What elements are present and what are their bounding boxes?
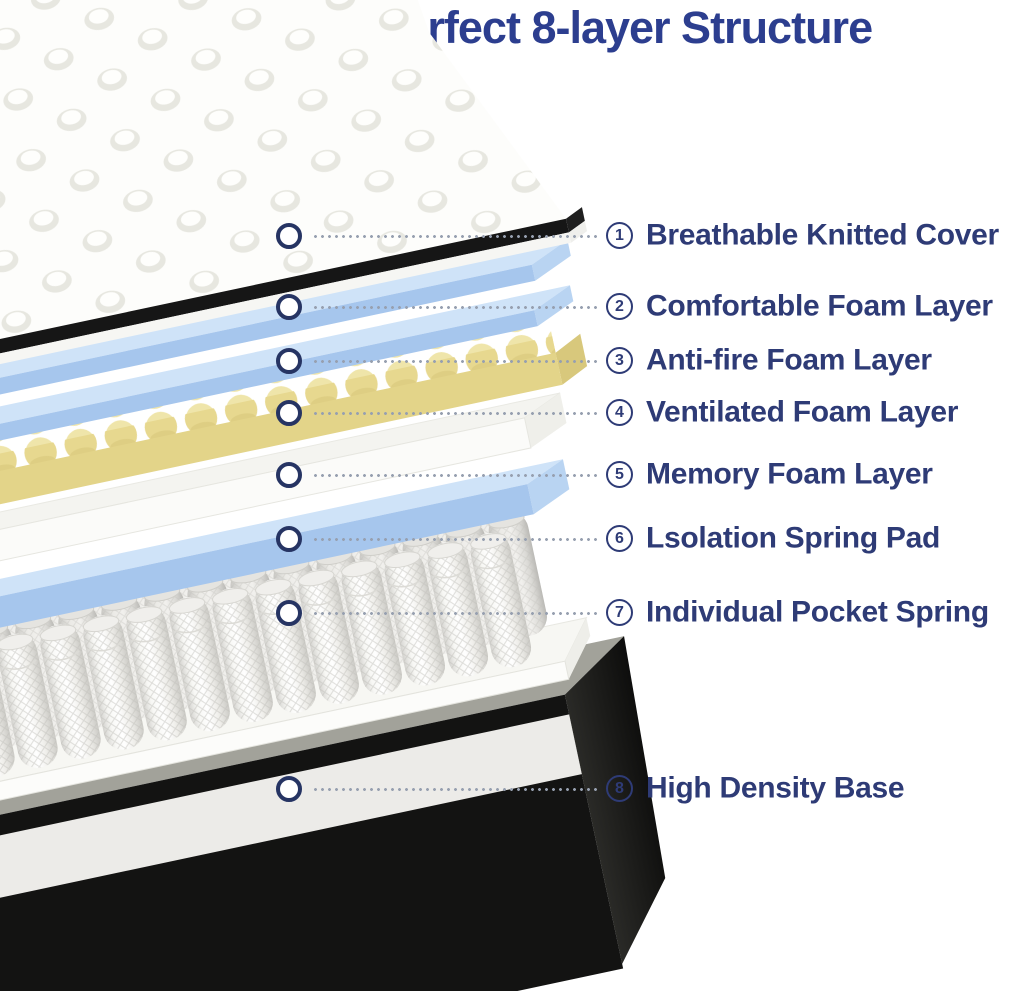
- leader-line-2: [312, 305, 600, 309]
- callout-label-1: Breathable Knitted Cover: [646, 218, 999, 252]
- layer-memory-foam: [0, 392, 567, 628]
- marker-dot-8: [276, 776, 302, 802]
- callout-row: 2 Comfortable Foam Layer: [0, 287, 1024, 327]
- callout-label-8: High Density Base: [646, 771, 905, 805]
- leader-line-1: [312, 234, 600, 238]
- callout-label-5: Memory Foam Layer: [646, 457, 933, 491]
- callout-row: 7 Individual Pocket Spring: [0, 593, 1024, 633]
- callout-row: 4 Ventilated Foam Layer: [0, 393, 1024, 433]
- cover-black-edge: [0, 218, 569, 433]
- marker-dot-1: [276, 223, 302, 249]
- number-badge-3: 3: [606, 347, 633, 374]
- marker-dot-6: [276, 526, 302, 552]
- marker-dot-2: [276, 294, 302, 320]
- layer-comfortable-foam: [0, 239, 571, 468]
- number-badge-2: 2: [606, 293, 633, 320]
- callout-row: 5 Memory Foam Layer: [0, 455, 1024, 495]
- leader-line-4: [312, 411, 600, 415]
- callout-row: 1 Breathable Knitted Cover: [0, 216, 1024, 256]
- number-badge-1: 1: [606, 222, 633, 249]
- callout-label-7: Individual Pocket Spring: [646, 595, 989, 629]
- marker-dot-4: [276, 400, 302, 426]
- marker-dot-5: [276, 462, 302, 488]
- number-badge-5: 5: [606, 461, 633, 488]
- callout-row: 8 High Density Base: [0, 769, 1024, 809]
- callout-row: 6 Lsolation Spring Pad: [0, 519, 1024, 559]
- callout-label-6: Lsolation Spring Pad: [646, 521, 941, 555]
- leader-line-8: [312, 787, 600, 791]
- callout-row: 3 Anti-fire Foam Layer: [0, 341, 1024, 381]
- callout-label-3: Anti-fire Foam Layer: [646, 343, 932, 377]
- number-badge-6: 6: [606, 525, 633, 552]
- marker-dot-3: [276, 348, 302, 374]
- marker-dot-7: [276, 600, 302, 626]
- number-badge-8: 8: [606, 775, 633, 802]
- layer-ventilated-foam: [0, 322, 588, 573]
- leader-line-3: [312, 359, 600, 363]
- leader-line-5: [312, 473, 600, 477]
- leader-line-6: [312, 537, 600, 541]
- layer-isolation-spring-pad: [0, 459, 570, 691]
- callout-label-2: Comfortable Foam Layer: [646, 289, 993, 323]
- leader-line-7: [312, 611, 600, 615]
- number-badge-4: 4: [606, 399, 633, 426]
- number-badge-7: 7: [606, 599, 633, 626]
- base-white-stripe: [0, 714, 582, 950]
- callout-label-4: Ventilated Foam Layer: [646, 395, 959, 429]
